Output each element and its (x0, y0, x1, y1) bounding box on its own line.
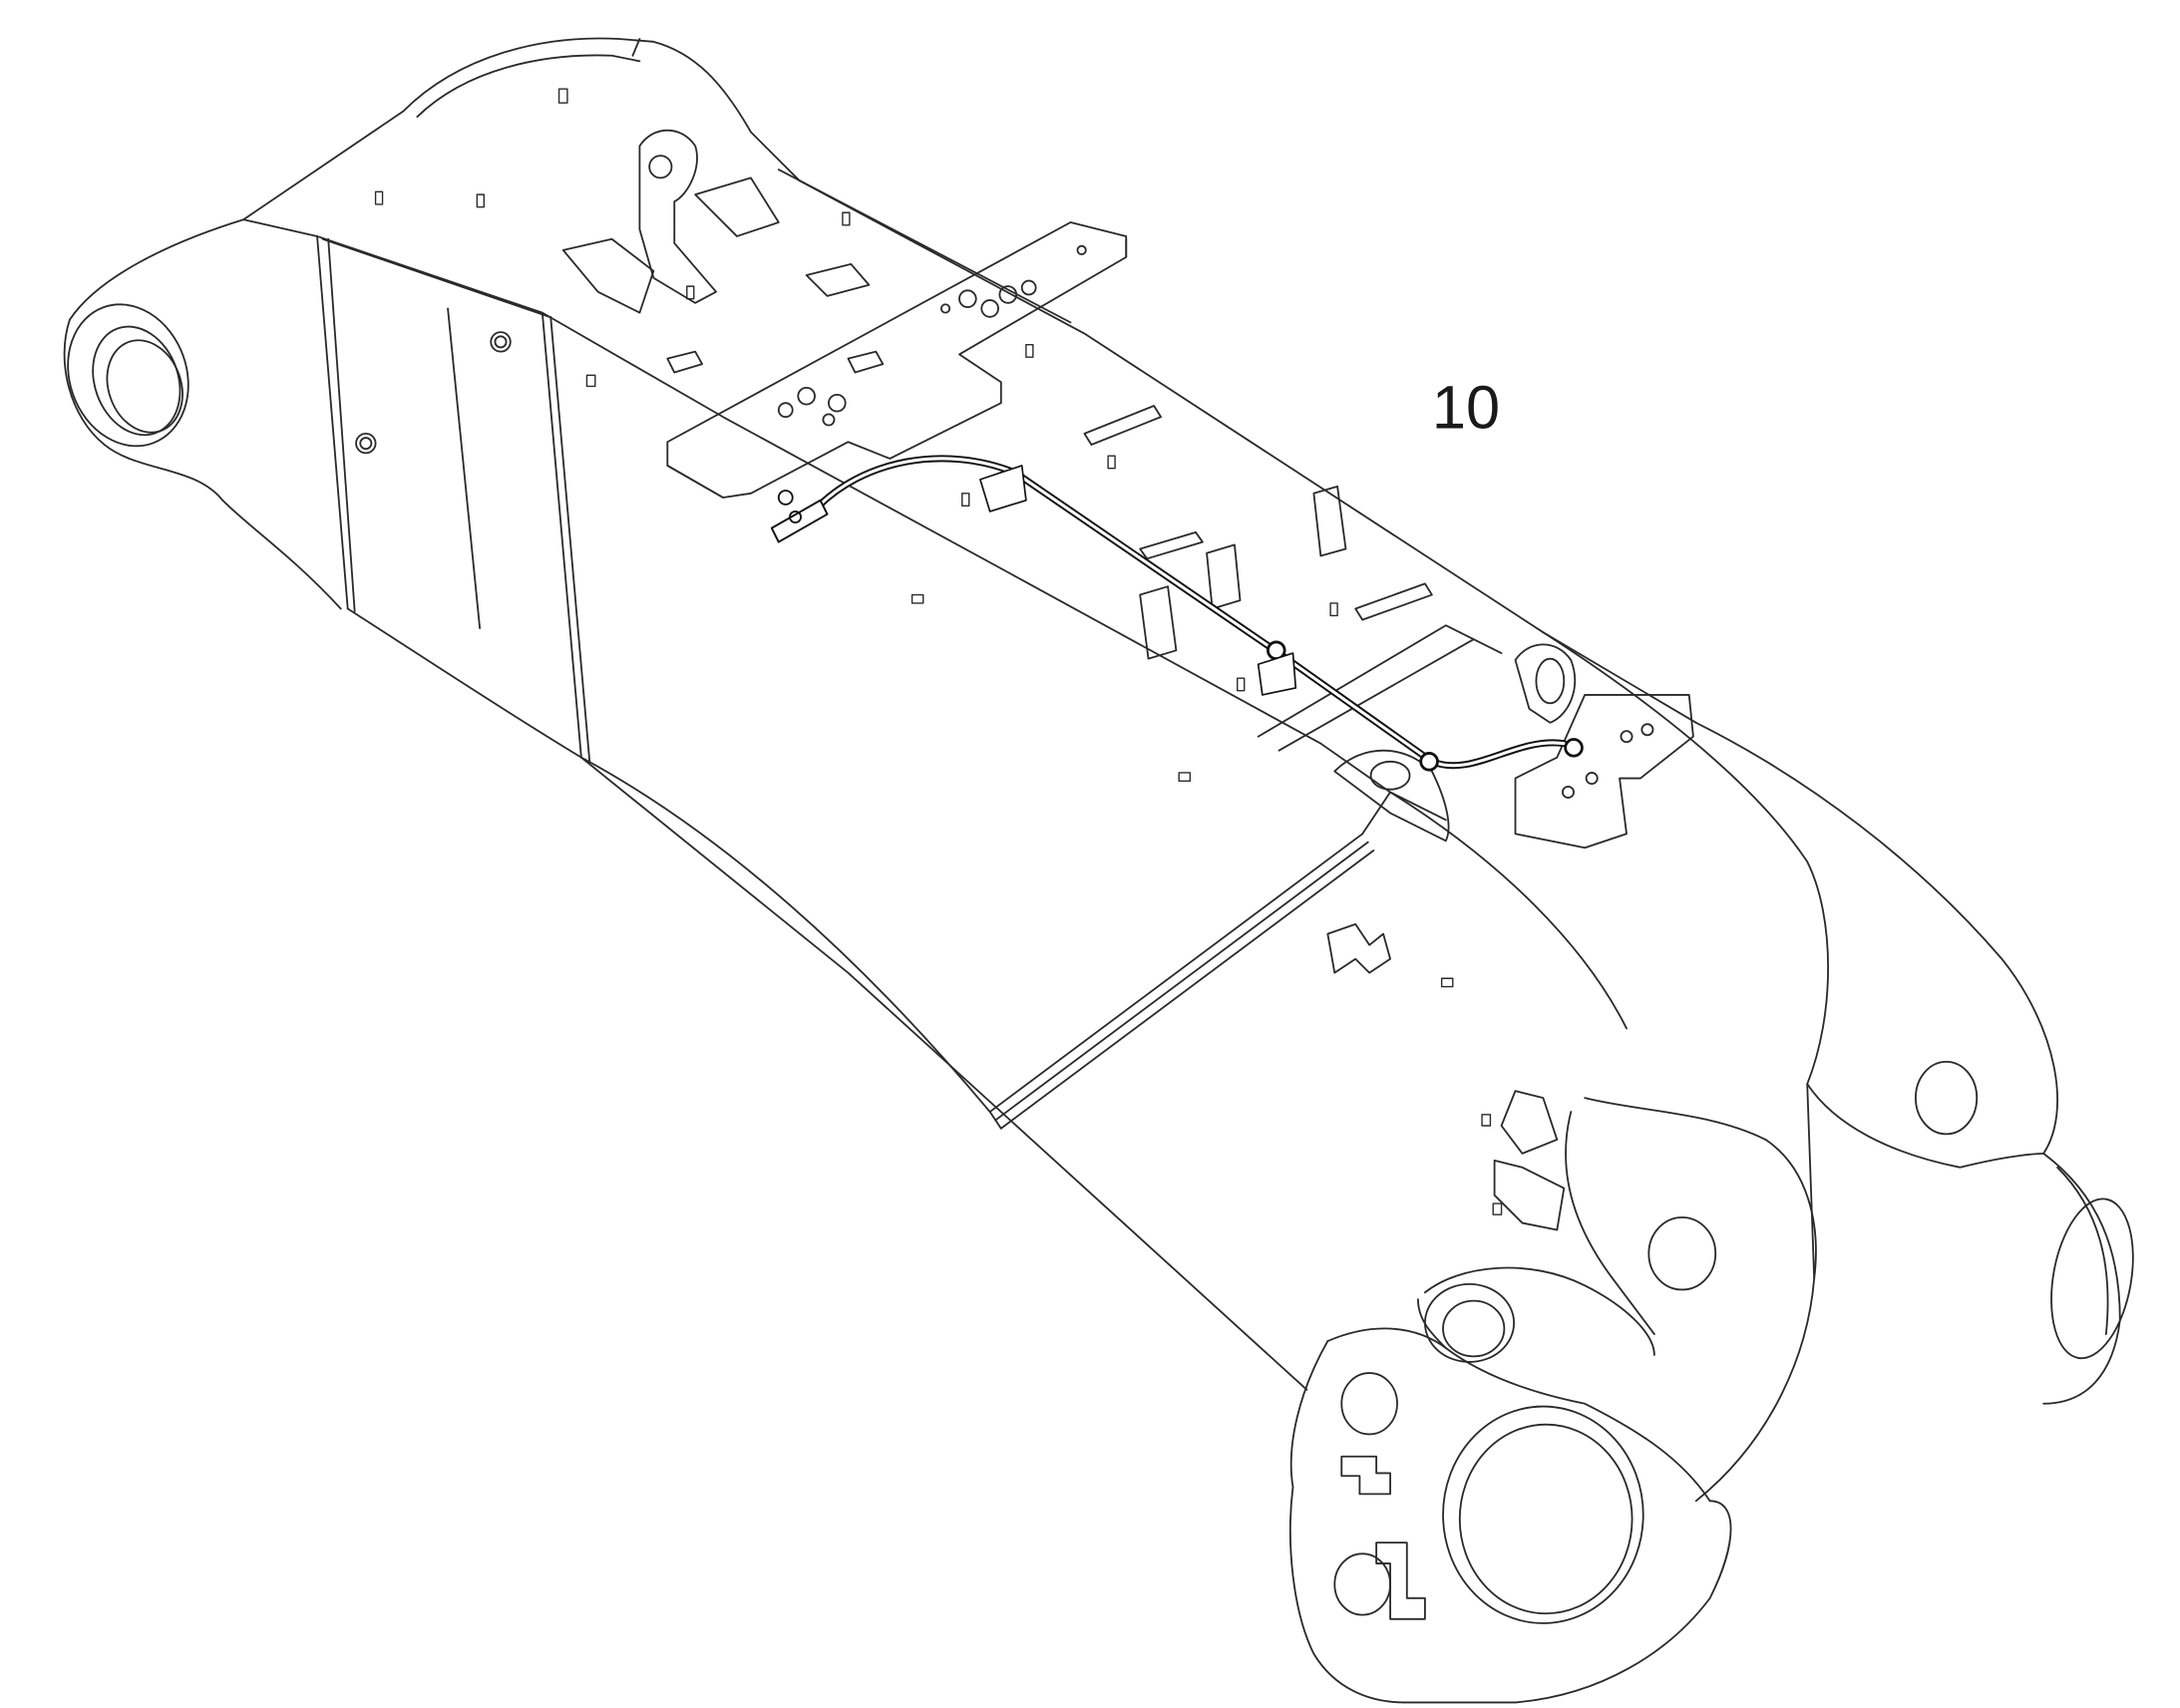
rear-pivot-bore (67, 303, 189, 448)
rear-lifting-lugs (561, 129, 1433, 621)
boom-body (63, 37, 1697, 1391)
boom-fork-arms (1289, 631, 2134, 1704)
front-hose-brackets (1326, 643, 1694, 1231)
side-bosses (355, 331, 512, 455)
deck-wear-pads (1139, 485, 1347, 660)
t-mounting-plate (666, 221, 1128, 499)
part-callout-10: 10 (1432, 372, 1500, 441)
hydraulic-hose (770, 455, 1584, 772)
mounting-studs (374, 88, 1503, 1215)
